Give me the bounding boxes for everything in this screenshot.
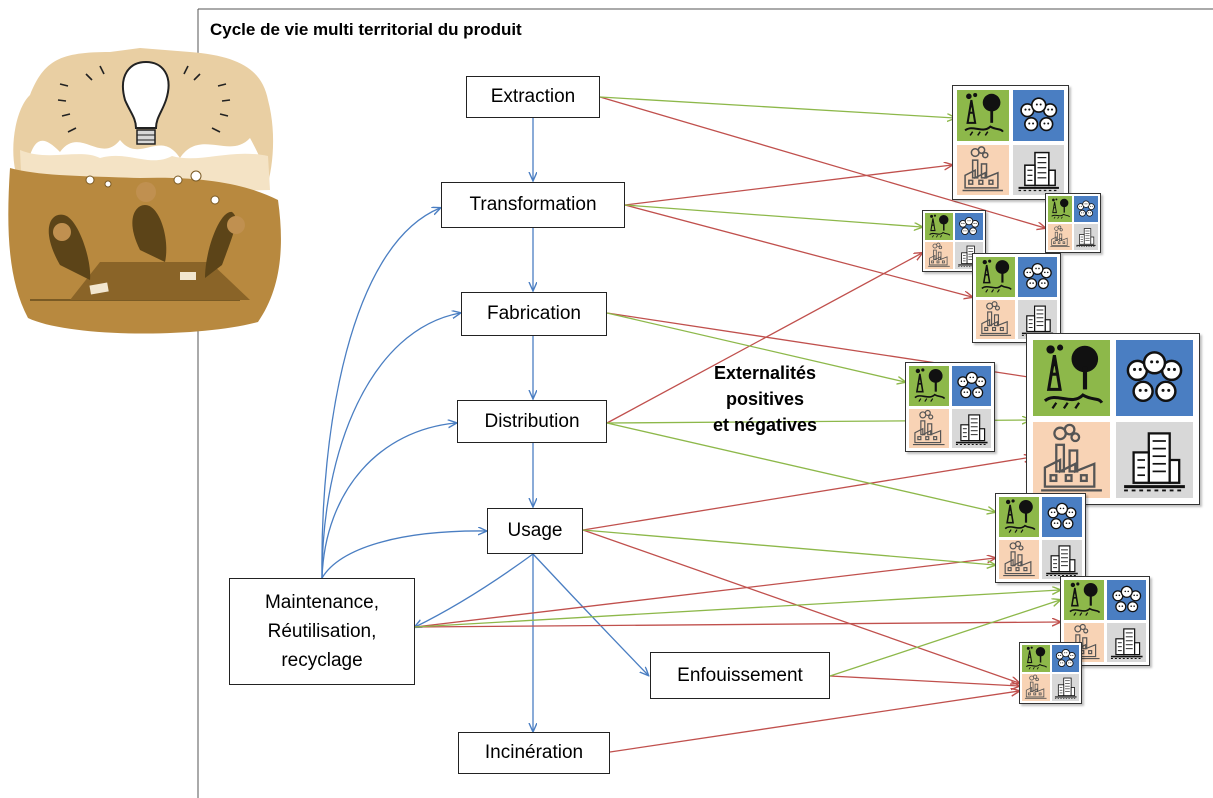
stage-usage: Usage xyxy=(487,508,583,554)
impact-panel xyxy=(1026,333,1200,505)
stage-transformation: Transformation xyxy=(441,182,625,228)
city-icon xyxy=(1106,622,1146,662)
industry-icon xyxy=(957,144,1009,195)
stage-fabrication: Fabrication xyxy=(461,292,607,336)
society-icon xyxy=(1106,580,1146,620)
industry-icon xyxy=(976,299,1015,339)
city-icon xyxy=(1042,539,1082,579)
flow-maintenance-fabrication xyxy=(321,313,460,579)
environment-icon xyxy=(1048,196,1072,222)
environment-icon xyxy=(999,497,1039,537)
process-flow-arrows xyxy=(321,118,648,731)
flow-usage-maintenance xyxy=(415,553,534,627)
city-icon xyxy=(1018,299,1057,339)
society-icon xyxy=(1042,497,1082,537)
city-icon xyxy=(1074,224,1098,250)
positive-externality-arrows xyxy=(414,96,1060,677)
externalities-label-line-2: positives xyxy=(725,389,805,409)
meeting-idea-illustration xyxy=(8,48,281,334)
diagram-title: Cycle de vie multi territorial du produi… xyxy=(210,20,522,39)
stage-maintenance-line-3: recyclage xyxy=(281,650,363,671)
society-icon xyxy=(1018,257,1057,297)
negative-externality-arrows xyxy=(414,96,1060,753)
society-icon xyxy=(1012,90,1064,141)
stage-maintenance-line-2: Réutilisation, xyxy=(267,621,377,642)
stage-enfouissement: Enfouissement xyxy=(650,652,830,699)
impact-panel xyxy=(972,253,1061,343)
environment-icon xyxy=(925,213,953,240)
externalities-label-line-1: Externalités xyxy=(713,363,817,383)
society-icon xyxy=(1051,645,1079,672)
industry-icon xyxy=(999,539,1039,579)
stage-maintenance: Maintenance, Réutilisation, recyclage xyxy=(229,578,415,685)
city-icon xyxy=(1051,674,1079,701)
environment-icon xyxy=(976,257,1015,297)
environment-icon xyxy=(1064,580,1104,620)
industry-icon xyxy=(1048,224,1072,250)
impact-panel xyxy=(1045,193,1101,253)
industry-icon xyxy=(925,242,953,269)
industry-icon xyxy=(1022,674,1050,701)
city-icon xyxy=(1116,422,1193,498)
externalities-label: Externalités positives et négatives xyxy=(690,360,840,438)
flow-usage-enfouissement xyxy=(532,553,648,675)
impact-panel xyxy=(952,85,1069,200)
stage-incineration: Incinération xyxy=(458,732,610,774)
society-icon xyxy=(1074,196,1098,222)
flow-maintenance-usage xyxy=(321,531,486,579)
flow-maintenance-transformation xyxy=(321,208,440,579)
industry-icon xyxy=(1033,422,1110,498)
externalities-label-line-3: et négatives xyxy=(712,415,818,435)
impact-panel xyxy=(905,362,995,452)
industry-icon xyxy=(909,408,949,448)
stage-maintenance-line-1: Maintenance, xyxy=(264,592,380,613)
environment-icon xyxy=(957,90,1009,141)
environment-icon xyxy=(1022,645,1050,672)
society-icon xyxy=(955,213,983,240)
environment-icon xyxy=(1033,340,1110,416)
environment-icon xyxy=(909,366,949,406)
flow-maintenance-distribution xyxy=(321,423,456,579)
society-icon xyxy=(951,366,991,406)
city-icon xyxy=(951,408,991,448)
society-icon xyxy=(1116,340,1193,416)
impact-panel xyxy=(995,493,1086,583)
stage-extraction: Extraction xyxy=(466,76,600,118)
stage-distribution: Distribution xyxy=(457,400,607,443)
city-icon xyxy=(1012,144,1064,195)
impact-panel xyxy=(1019,642,1082,704)
